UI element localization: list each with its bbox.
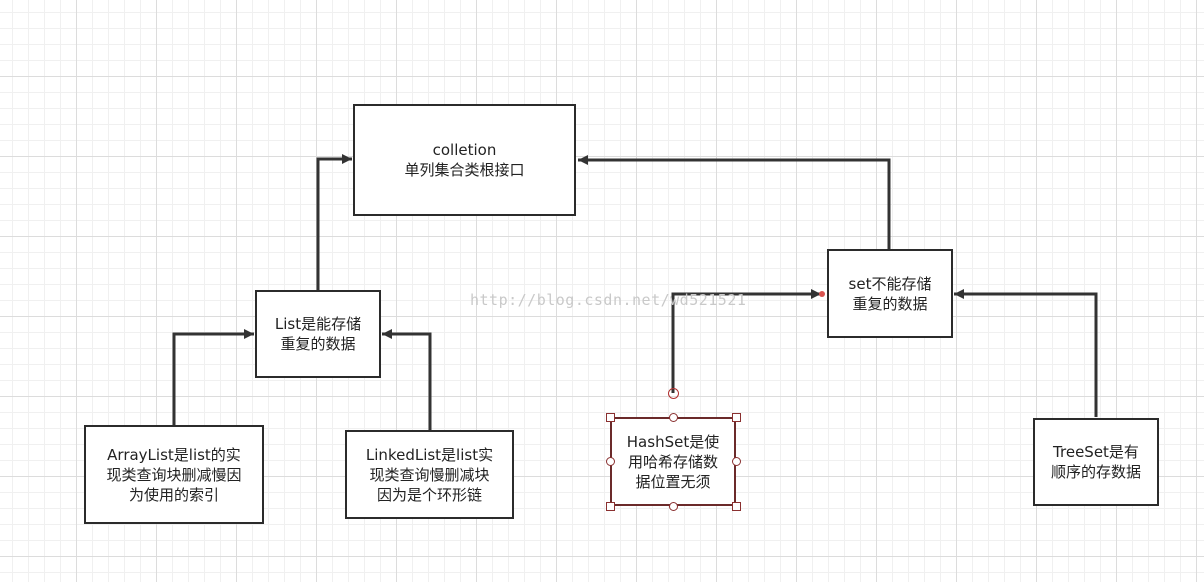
resize-handle-top-left[interactable] <box>606 413 615 422</box>
node-arraylist-line3: 为使用的索引 <box>128 485 219 504</box>
resize-handle-bottom[interactable] <box>669 502 678 511</box>
connector-treeset-to-set[interactable] <box>954 289 1098 417</box>
node-set-line2: 重复的数据 <box>852 294 928 313</box>
node-linkedlist-line2: 现类查询慢删减块 <box>369 465 490 484</box>
node-hashset-line3: 据位置无须 <box>635 472 711 491</box>
node-treeset-line1: TreeSet是有 <box>1053 443 1139 461</box>
node-treeset-line2: 顺序的存数据 <box>1050 463 1141 481</box>
connector-linkedlist-to-list[interactable] <box>382 329 432 430</box>
resize-handle-top-right[interactable] <box>732 413 741 422</box>
node-collection-line2: 单列集合类根接口 <box>404 161 525 179</box>
node-arraylist-line2: 现类查询块删减慢因 <box>106 465 242 484</box>
node-list-line2: 重复的数据 <box>280 335 356 353</box>
node-set[interactable]: set不能存储 重复的数据 <box>827 249 953 338</box>
node-linkedlist-line3: 因为是个环形链 <box>376 485 482 504</box>
node-hashset[interactable]: HashSet是使 用哈希存储数 据位置无须 <box>610 417 736 506</box>
node-hashset-line2: 用哈希存储数 <box>627 452 718 471</box>
watermark-url: http://blog.csdn.net/wd521521 <box>470 291 747 309</box>
node-arraylist[interactable]: ArrayList是list的实 现类查询块删减慢因 为使用的索引 <box>84 425 264 524</box>
rotate-handle[interactable] <box>668 388 679 399</box>
node-linkedlist-line1: LinkedList是list实 <box>365 445 494 464</box>
resize-handle-right[interactable] <box>732 457 741 466</box>
connector-list-to-collection[interactable] <box>316 154 352 290</box>
node-list-line1: List是能存储 <box>274 315 362 333</box>
resize-handle-bottom-left[interactable] <box>606 502 615 511</box>
resize-handle-bottom-right[interactable] <box>732 502 741 511</box>
connector-arraylist-to-list[interactable] <box>172 329 254 425</box>
node-set-line1: set不能存储 <box>848 274 932 293</box>
resize-handle-top[interactable] <box>669 413 678 422</box>
connection-point-dot[interactable] <box>819 291 825 297</box>
node-collection-line1: colletion <box>432 141 497 159</box>
node-linkedlist[interactable]: LinkedList是list实 现类查询慢删减块 因为是个环形链 <box>345 430 514 519</box>
node-hashset-line1: HashSet是使 <box>626 432 720 451</box>
connector-hashset-to-set[interactable] <box>671 289 821 393</box>
connector-set-to-collection[interactable] <box>578 155 891 249</box>
node-list[interactable]: List是能存储 重复的数据 <box>255 290 381 378</box>
resize-handle-left[interactable] <box>606 457 615 466</box>
node-arraylist-line1: ArrayList是list的实 <box>107 445 241 464</box>
node-collection[interactable]: colletion 单列集合类根接口 <box>353 104 576 216</box>
node-treeset[interactable]: TreeSet是有 顺序的存数据 <box>1033 418 1159 506</box>
